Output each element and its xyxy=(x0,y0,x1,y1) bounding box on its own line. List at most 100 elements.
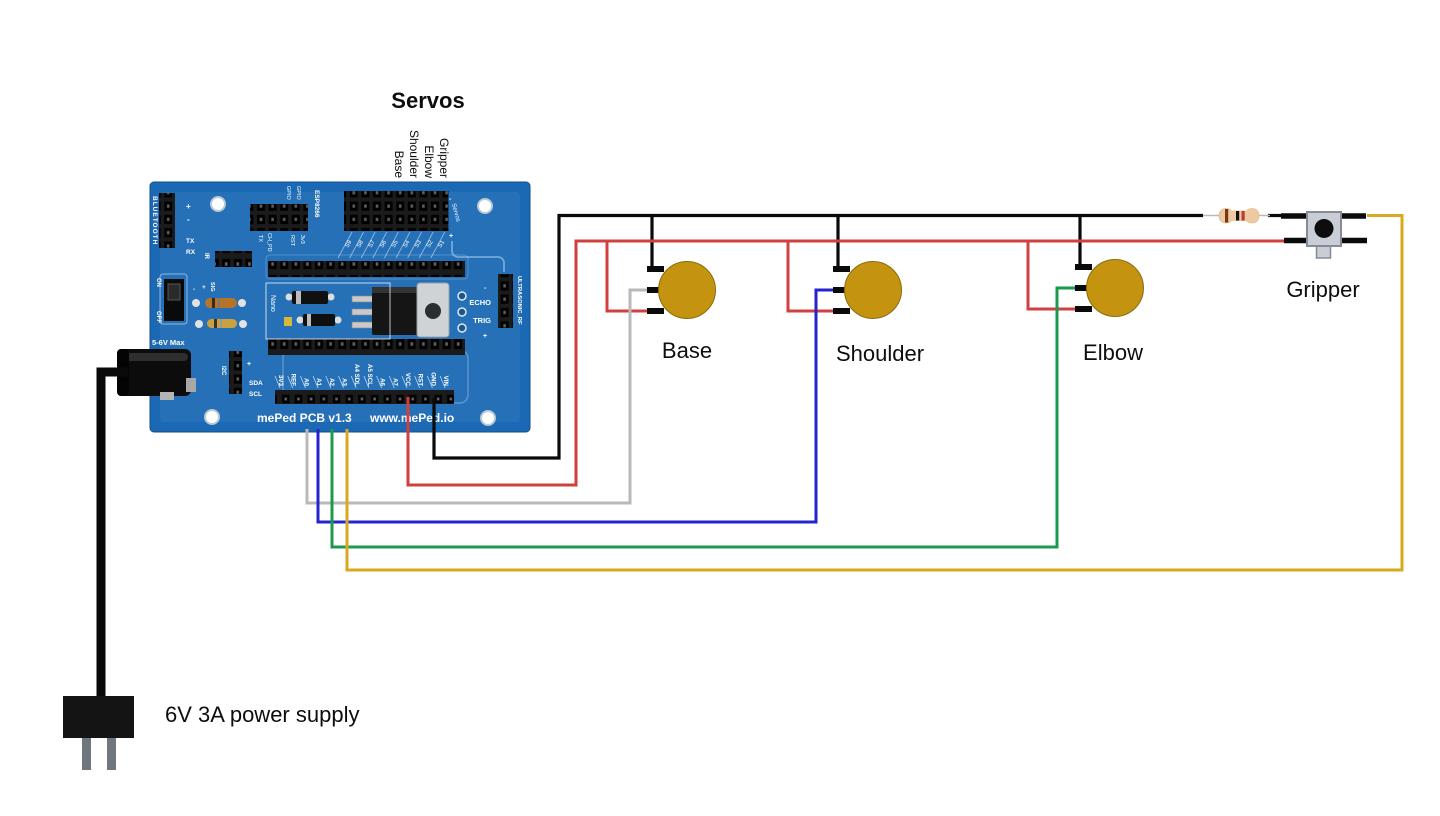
i2c-label: I2C xyxy=(220,366,226,376)
esp8266-label: ESP8266 xyxy=(313,190,320,218)
resistor-band-black xyxy=(1236,211,1240,221)
sig-label: SIG xyxy=(209,282,215,291)
i2c-header xyxy=(229,351,242,394)
trig-label: TRIG xyxy=(473,316,491,325)
servo-shoulder-body xyxy=(844,261,902,319)
ir-label: IR xyxy=(203,253,209,260)
servo-base xyxy=(647,261,716,319)
pin-label-a1: A1 xyxy=(315,378,322,386)
gpio-label-a: GPIO xyxy=(285,186,291,200)
voltage-note-label: 5-6V Max xyxy=(152,338,185,347)
breakout-pin-header xyxy=(275,390,454,404)
servo-base-body xyxy=(658,261,716,319)
esp-rst-label: RST xyxy=(289,235,295,247)
nano-outline xyxy=(265,282,391,340)
us-plus-label: + xyxy=(483,333,487,340)
servo-elbow xyxy=(1075,259,1144,317)
pin-label-a2: A2 xyxy=(328,378,335,386)
pin-label-a7: A7 xyxy=(391,378,398,386)
on-label: ON xyxy=(155,278,161,287)
wire-signal-base-gray xyxy=(305,288,651,505)
diagram-labels: Servos Base Shoulder Elbow Gripper Base … xyxy=(165,88,1360,727)
wire-signal-elbow-green xyxy=(330,286,1079,549)
resistor-band-brown xyxy=(1225,209,1229,223)
power-supply-prong-left xyxy=(82,738,91,770)
bluetooth-label: BLUETOOTH xyxy=(151,196,158,245)
pcb-sheen xyxy=(160,192,520,422)
channel-label-s2: S2 xyxy=(426,239,435,249)
rx-label: RX xyxy=(186,249,196,256)
servo-rail-minus-label: - xyxy=(449,196,452,203)
i2c-plus-label: + xyxy=(247,361,251,368)
column-label-base: Base xyxy=(392,151,406,179)
ultrasonic-label: ULTRASONIC_RF xyxy=(516,276,522,325)
ultrasonic-header xyxy=(498,274,513,328)
wire-signal-gripper-yellow xyxy=(345,214,1404,572)
gripper-switch xyxy=(1281,211,1367,259)
channel-label-s5: S5 xyxy=(391,239,400,249)
channel-label-s8: S8 xyxy=(356,239,365,249)
pin-label-rst: RST xyxy=(417,374,424,387)
bt-plus-label: + xyxy=(186,202,191,211)
echo-label: ECHO xyxy=(469,298,491,307)
meped-pcb-board: BLUETOOTH + - TX RX IR ON OFF - + SIG 5-… xyxy=(117,181,531,433)
pin-label-gnd: GND xyxy=(429,372,436,386)
gripper-resistor xyxy=(1203,208,1270,224)
column-label-shoulder: Shoulder xyxy=(407,130,421,178)
scl-label: SCL xyxy=(249,391,262,398)
channel-label-s9: S9 xyxy=(345,239,354,249)
nano-diodes xyxy=(284,291,342,326)
servo-elbow-body xyxy=(1086,259,1144,317)
gpio-label-b: GPIO xyxy=(295,186,301,200)
wire-ground-black xyxy=(432,213,1283,460)
power-supply-plug xyxy=(63,696,134,770)
esp8266-gpio-header xyxy=(250,204,308,231)
barrel-jack xyxy=(117,349,196,400)
channel-label-s3: S3 xyxy=(414,239,423,249)
pcb-substrate xyxy=(149,181,531,433)
regulator-pads xyxy=(457,291,467,333)
pin-label-a0: A0 xyxy=(302,378,309,386)
servo-channel-header-grid xyxy=(344,191,449,231)
channel-label-s1: S1 xyxy=(437,239,446,249)
servo-rail-label: Servos xyxy=(450,203,461,223)
board-website-label: www.mePed.io xyxy=(369,411,454,425)
pin-label-ref: REF xyxy=(290,374,297,387)
pin-label-a5: A5 SCL xyxy=(366,364,373,386)
servo-rail-plus-label: + xyxy=(449,233,453,240)
resistor-band-red xyxy=(1241,211,1245,221)
bluetooth-header xyxy=(159,193,175,248)
power-switch xyxy=(159,273,188,325)
servos-heading: Servos xyxy=(391,88,464,113)
wire-signal-shoulder-blue xyxy=(316,288,837,524)
pin-label-vcc: VCC xyxy=(404,373,411,387)
bt-minus-label: - xyxy=(187,215,190,224)
tx-label: TX xyxy=(186,238,195,245)
wire-power-red xyxy=(406,239,1286,487)
column-label-elbow: Elbow xyxy=(422,145,436,178)
esp-chpd-label: CH_PD xyxy=(266,233,272,252)
servo-base-label: Base xyxy=(662,338,712,363)
channel-label-s7: S7 xyxy=(368,239,377,249)
power-supply-label: 6V 3A power supply xyxy=(165,702,359,727)
sig-minus-label: - xyxy=(193,286,195,293)
pin-label-a4: A4 SDL xyxy=(353,364,360,386)
sda-label: SDA xyxy=(249,380,263,387)
sig-plus-label: + xyxy=(202,284,206,291)
pcb-grid-fanout-traces xyxy=(337,231,446,259)
esp-tx-label: TX xyxy=(257,235,263,242)
gripper-button xyxy=(1314,219,1334,238)
us-minus-label: - xyxy=(484,285,487,292)
pin-label-vin: VIN xyxy=(442,376,449,387)
power-supply-wire xyxy=(96,367,128,698)
pin-label-3v3: 3V3 xyxy=(277,375,284,387)
gripper-pins xyxy=(1281,213,1367,244)
power-supply-prong-right xyxy=(107,738,116,770)
nano-label: Nano xyxy=(269,295,276,312)
pin-label-a6: A6 xyxy=(379,378,386,386)
servo-shoulder xyxy=(833,261,902,319)
nano-header-bottom xyxy=(268,339,465,355)
nano-header-top xyxy=(268,261,465,277)
esp-3v3-label: 3v3 xyxy=(299,235,305,244)
